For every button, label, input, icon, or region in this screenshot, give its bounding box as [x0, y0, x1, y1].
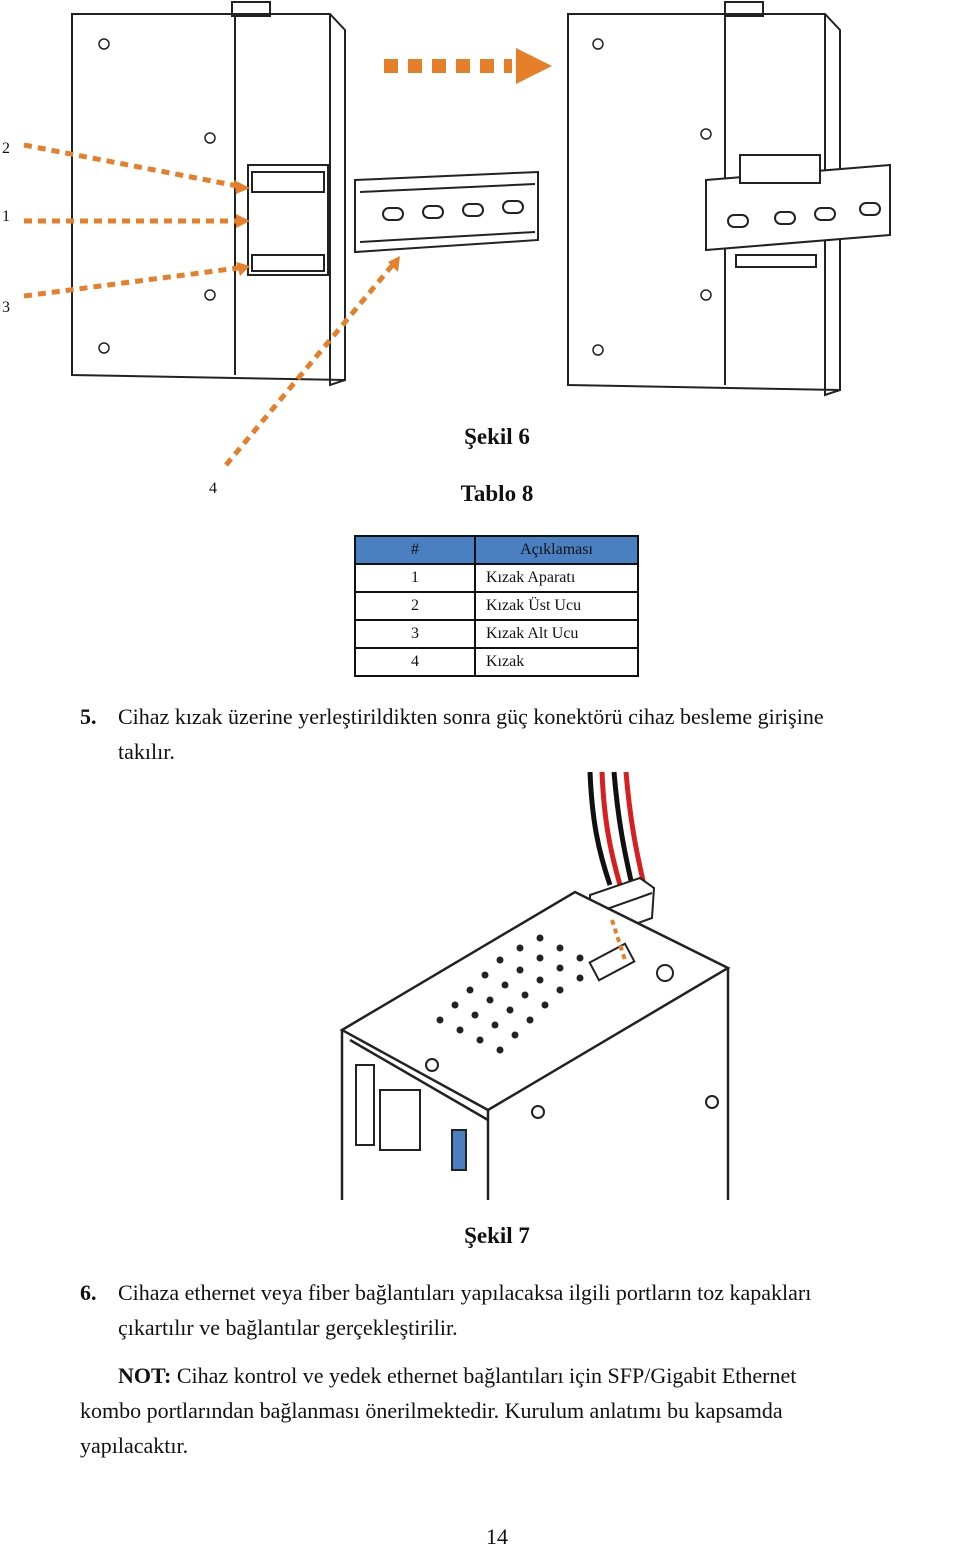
table-header-description: Açıklaması — [474, 535, 639, 565]
table-row: 4 Kızak — [354, 647, 639, 677]
table-cell-number: 3 — [354, 619, 476, 649]
step-5-number: 5. — [80, 704, 97, 729]
step-6-line-1: Cihaza ethernet veya fiber bağlantıları … — [118, 1280, 812, 1305]
step-5-line-1: Cihaz kızak üzerine yerleştirildikten so… — [118, 704, 824, 729]
callout-2: 2 — [2, 140, 10, 157]
table-row: 1 Kızak Aparatı — [354, 563, 639, 593]
callout-1: 1 — [2, 208, 10, 225]
callout-4: 4 — [209, 480, 217, 497]
callout-3: 3 — [2, 299, 10, 316]
table-cell-number: 1 — [354, 563, 476, 593]
table-8-caption: Tablo 8 — [460, 481, 534, 506]
note-line-2: kombo portlarından bağlanması önerilmekt… — [80, 1398, 783, 1423]
step-5-line-2: takılır. — [118, 739, 175, 764]
note-line-1: NOT: Cihaz kontrol ve yedek ethernet bağ… — [118, 1358, 796, 1393]
figure-7-illustration — [339, 771, 731, 1200]
table-cell-number: 4 — [354, 647, 476, 677]
table-cell-description: Kızak — [474, 647, 639, 677]
table-row: 3 Kızak Alt Ucu — [354, 619, 639, 649]
table-cell-description: Kızak Alt Ucu — [474, 619, 639, 649]
parts-table: # Açıklaması 1 Kızak Aparatı 2 Kızak Üst… — [354, 535, 639, 677]
note-label: NOT: — [118, 1363, 172, 1388]
step-6-line-2: çıkartılır ve bağlantılar gerçekleştiril… — [118, 1315, 458, 1340]
table-cell-number: 2 — [354, 591, 476, 621]
figure-6-caption: Şekil 6 — [464, 424, 530, 449]
figure-6-illustration — [23, 1, 891, 467]
table-cell-description: Kızak Aparatı — [474, 563, 639, 593]
note-line-3: yapılacaktır. — [80, 1433, 189, 1458]
step-6-number: 6. — [80, 1280, 97, 1305]
table-header-number: # — [354, 535, 476, 565]
table-header-row: # Açıklaması — [354, 535, 639, 565]
note-text-1: Cihaz kontrol ve yedek ethernet bağlantı… — [176, 1363, 797, 1388]
page-number: 14 — [486, 1524, 508, 1549]
table-cell-description: Kızak Üst Ucu — [474, 591, 639, 621]
figure-7-caption: Şekil 7 — [464, 1223, 530, 1248]
table-row: 2 Kızak Üst Ucu — [354, 591, 639, 621]
